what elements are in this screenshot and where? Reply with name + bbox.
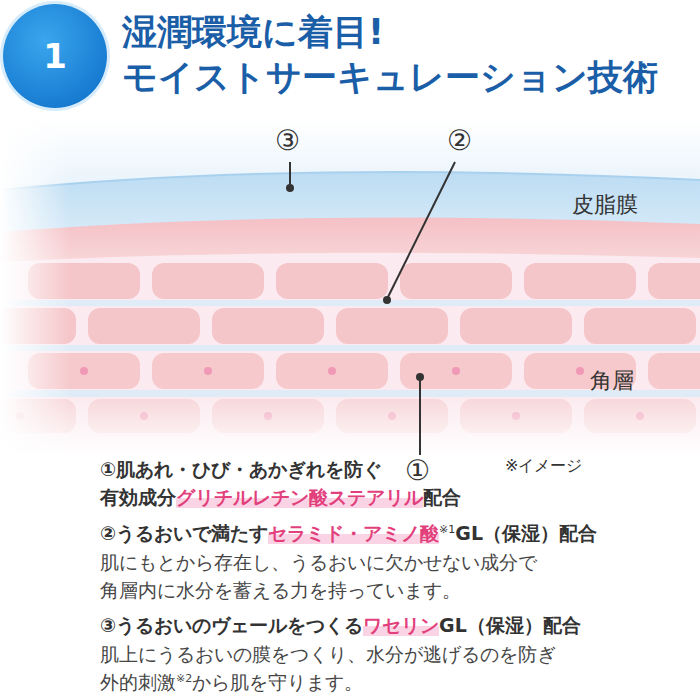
leader-dot (416, 373, 424, 381)
heading-text: GL（保湿）配合 (455, 522, 597, 544)
callout-number: ② (447, 126, 472, 157)
cell (152, 263, 264, 299)
footnote-mark: ※2 (176, 672, 192, 685)
note: ※イメージ (505, 457, 582, 475)
leader-dot (383, 296, 391, 304)
sebum-film (0, 172, 700, 232)
cell (212, 308, 324, 344)
cell-nucleus (204, 367, 212, 375)
cell (276, 263, 388, 299)
heading-text: ①肌あれ・ひび・あかぎれを防ぐ (100, 458, 382, 480)
text-line: 角層内に水分を蓄える力を持っています。 (100, 579, 461, 601)
layer-label: 皮脂膜 (572, 193, 638, 217)
cell-nucleus (576, 367, 584, 375)
heading-text: 有効成分 (100, 486, 176, 508)
text-line: ②うるおいで満たすセラミド・アミノ酸※1GL（保湿）配合 (100, 522, 597, 548)
body-text: 肌上にうるおいの膜をつくり、水分が逃げるのを防ぎ (100, 643, 556, 665)
heading-text: GL（保湿）配合 (439, 614, 581, 636)
body-text: 外的刺激 (100, 671, 176, 693)
gap-strip (0, 345, 700, 351)
cell (648, 263, 700, 299)
ingredient-highlight: セラミド・アミノ酸 (268, 522, 439, 544)
leader-dot (286, 184, 294, 192)
leader-line (289, 162, 291, 186)
cell (400, 263, 512, 299)
cell (88, 308, 200, 344)
cell (400, 353, 512, 389)
cell (152, 353, 264, 389)
heading-text: ②うるおいで満たす (100, 522, 268, 544)
cell (336, 308, 448, 344)
ingredient-highlight: グリチルレチン酸ステアリル (176, 486, 423, 508)
body-text: 肌にもとから存在し、うるおいに欠かせない成分で (100, 551, 537, 573)
cell (524, 263, 636, 299)
number-text: 1 (43, 36, 67, 76)
number-circle: 1 (3, 4, 107, 108)
title: 湿潤環境に着目! モイストサーキュレーション技術 (122, 10, 692, 100)
leader-line (419, 380, 421, 455)
cell (584, 308, 696, 344)
cell (460, 308, 572, 344)
cell (648, 353, 700, 389)
body-text: 角層内に水分を蓄える力を持っています。 (100, 579, 461, 601)
text-line: 肌にもとから存在し、うるおいに欠かせない成分で (100, 551, 537, 573)
text-line: ①肌あれ・ひび・あかぎれを防ぐ (100, 458, 382, 480)
cell-nucleus (452, 367, 460, 375)
footnote-mark: ※1 (439, 523, 455, 536)
ingredient-highlight: ワセリン (363, 614, 439, 636)
cell (276, 353, 388, 389)
cell-nucleus (80, 367, 88, 375)
text-line: 有効成分グリチルレチン酸ステアリル配合 (100, 486, 461, 508)
heading-text: 配合 (423, 486, 461, 508)
text-line: 肌上にうるおいの膜をつくり、水分が逃げるのを防ぎ (100, 643, 556, 665)
sebum-edge (0, 172, 700, 190)
callout-number: ③ (275, 126, 300, 157)
callout-number: ① (405, 456, 430, 487)
text-line: ③うるおいのヴェールをつくるワセリンGL（保湿）配合 (100, 614, 581, 636)
cell-nucleus (328, 367, 336, 375)
gap-strip (0, 300, 700, 306)
leader-line (388, 162, 455, 297)
heading-text: ③うるおいのヴェールをつくる (100, 614, 363, 636)
body-text: から肌を守ります。 (192, 671, 363, 693)
text-line: 外的刺激※2から肌を守ります。 (100, 671, 363, 697)
bottom-fade (0, 395, 700, 457)
layer-label: 角層 (590, 369, 634, 393)
